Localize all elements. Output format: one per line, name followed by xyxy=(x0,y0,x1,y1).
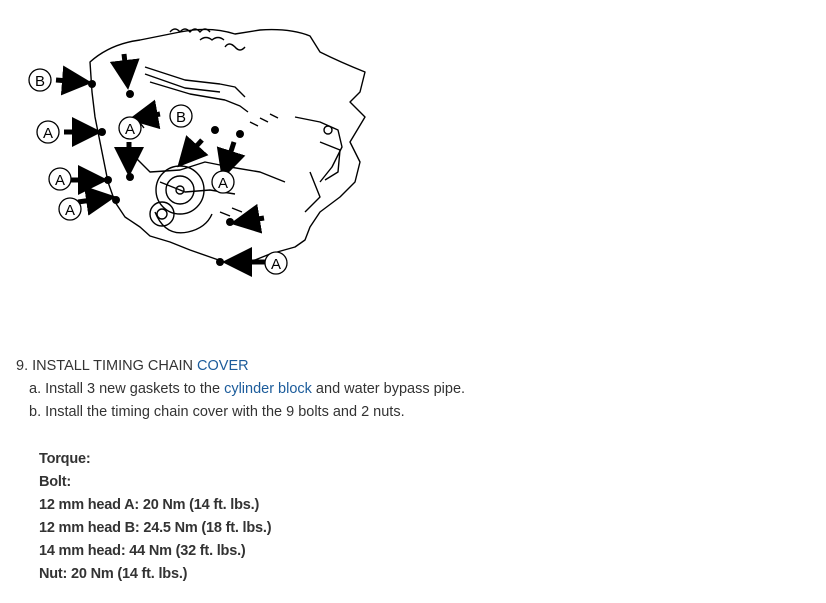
substep-b: b. Install the timing chain cover with t… xyxy=(29,404,405,420)
torque-spec-12mm-b: 12 mm head B: 24.5 Nm (18 ft. lbs.) xyxy=(39,520,272,536)
torque-spec-nut: Nut: 20 Nm (14 ft. lbs.) xyxy=(39,566,188,582)
svg-text:A: A xyxy=(218,175,228,192)
callout-b-2: B xyxy=(169,104,193,128)
bolt-label: Bolt: xyxy=(39,474,72,490)
callout-a-5: A xyxy=(211,170,235,194)
svg-text:A: A xyxy=(65,202,75,219)
step-title: 9. INSTALL TIMING CHAIN COVER xyxy=(16,358,249,374)
callout-a-3: A xyxy=(48,167,72,191)
timing-chain-cover-diagram: B A A A B A A A xyxy=(28,28,366,277)
svg-text:A: A xyxy=(43,125,53,142)
callout-a-6: A xyxy=(264,251,288,275)
substep-a-text: a. Install 3 new gaskets to the xyxy=(29,381,225,397)
torque-label: Torque: xyxy=(39,451,91,467)
substep-a-suffix: and water bypass pipe. xyxy=(311,381,466,397)
callout-a-2: A xyxy=(118,116,142,140)
svg-text:A: A xyxy=(125,121,135,138)
step-title-text: 9. INSTALL TIMING CHAIN xyxy=(16,358,198,374)
torque-spec-12mm-a: 12 mm head A: 20 Nm (14 ft. lbs.) xyxy=(39,497,260,513)
svg-text:B: B xyxy=(176,109,186,126)
callout-a-4: A xyxy=(58,197,82,221)
torque-spec-14mm: 14 mm head: 44 Nm (32 ft. lbs.) xyxy=(39,543,246,559)
callout-b-1: B xyxy=(28,68,52,92)
svg-text:A: A xyxy=(55,172,65,189)
callout-a-1: A xyxy=(36,120,60,144)
svg-text:A: A xyxy=(271,256,281,273)
cylinder-block-link[interactable]: cylinder block xyxy=(224,381,312,397)
substep-a: a. Install 3 new gaskets to the cylinder… xyxy=(29,381,465,397)
cover-link[interactable]: COVER xyxy=(197,358,249,374)
svg-text:B: B xyxy=(35,73,45,90)
